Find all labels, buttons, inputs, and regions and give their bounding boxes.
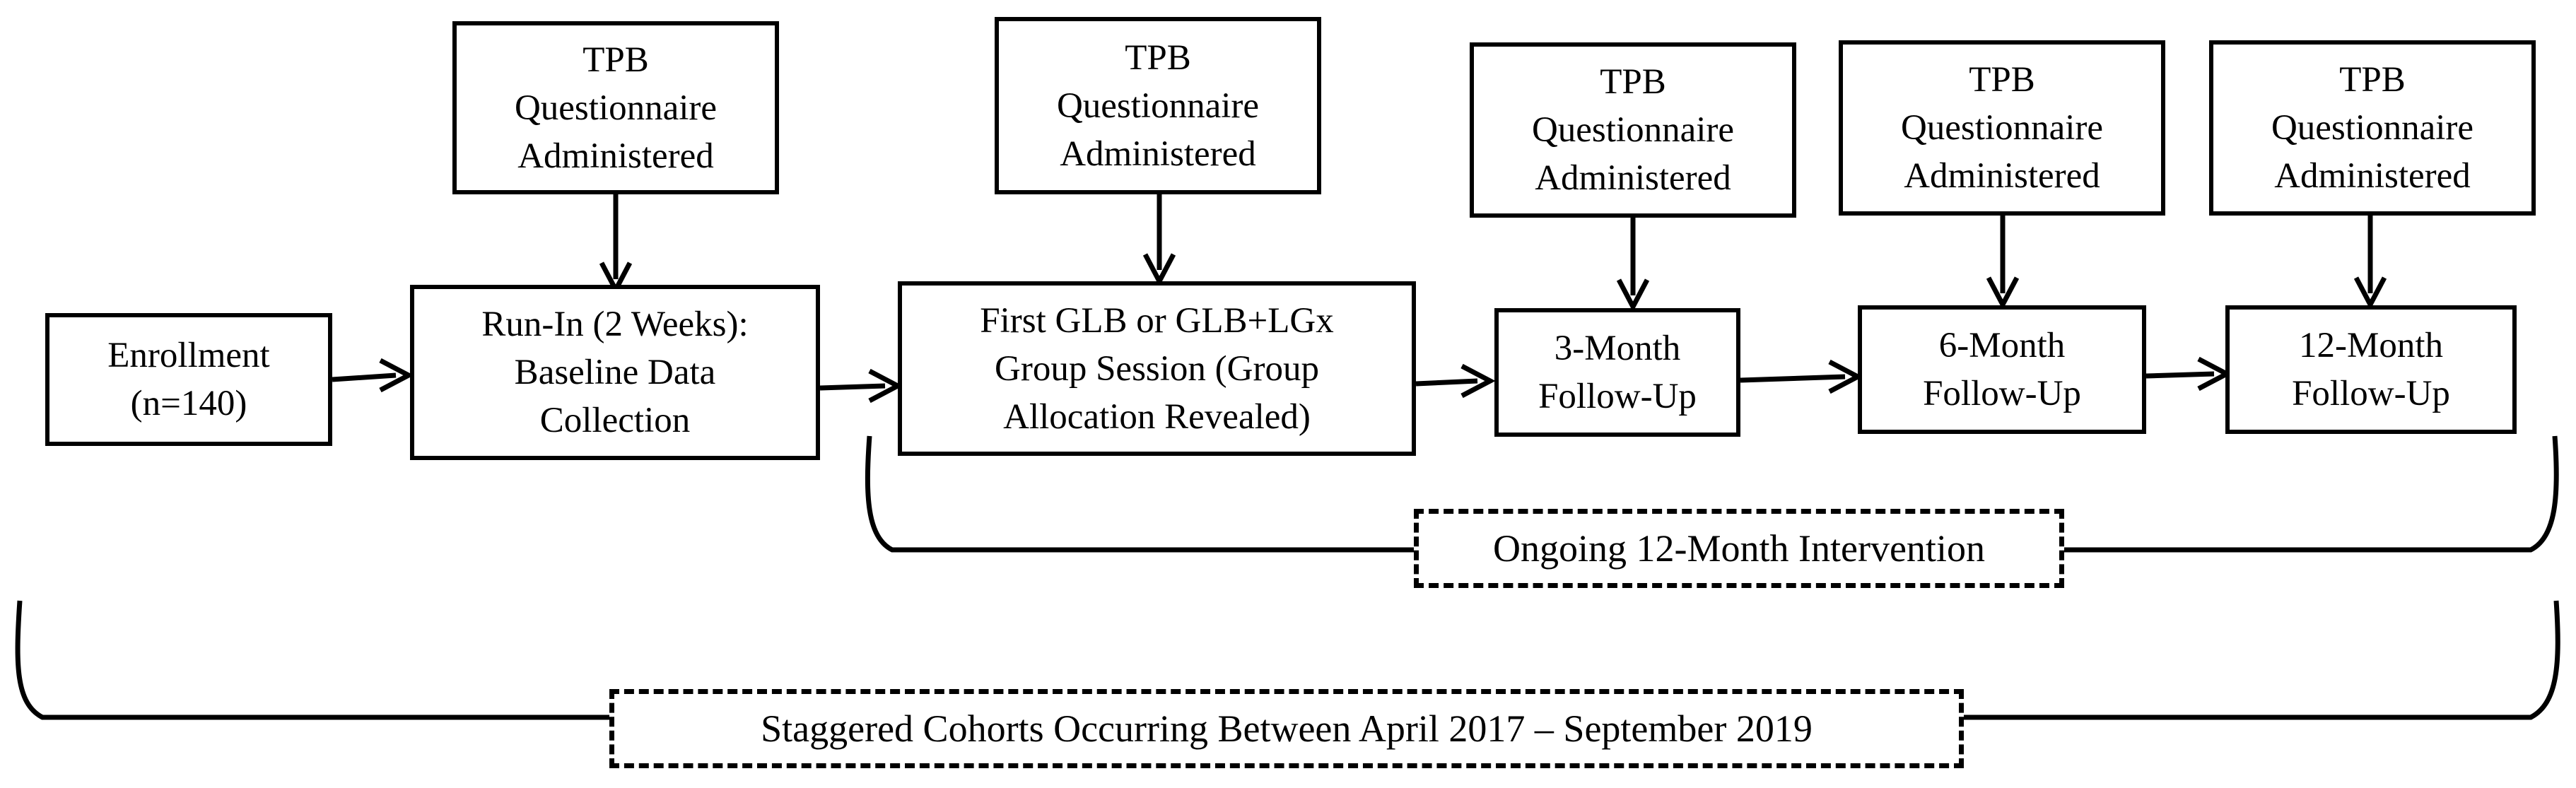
arrow-questionnaire-2-down	[1142, 194, 1176, 287]
questionnaire-line: Administered	[1535, 158, 1731, 198]
questionnaire-line: Questionnaire	[1056, 86, 1260, 126]
runin-box: Run-In (2 Weeks): Baseline Data Collecti…	[410, 285, 820, 460]
runin-line: Baseline Data	[514, 353, 716, 392]
questionnaire-line: Questionnaire	[1531, 110, 1735, 150]
arrow-enrollment-to-runin	[332, 358, 414, 393]
followup-12month-box: 12-Month Follow-Up	[2225, 305, 2517, 434]
arrow-questionnaire-5-down	[2353, 216, 2387, 310]
questionnaire-line: Administered	[517, 136, 714, 176]
followup-12month-line: Follow-Up	[2292, 374, 2450, 413]
enrollment-box: Enrollment (n=140)	[45, 313, 332, 446]
questionnaire-line: TPB	[582, 40, 649, 80]
first-session-line: Group Session (Group	[995, 348, 1319, 389]
followup-12month-line: 12-Month	[2299, 326, 2443, 365]
cohorts-label-box: Staggered Cohorts Occurring Between Apri…	[609, 689, 1964, 768]
questionnaire-line: Administered	[2274, 156, 2471, 196]
first-session-line: First GLB or GLB+LGx	[980, 300, 1334, 341]
first-session-box: First GLB or GLB+LGx Group Session (Grou…	[898, 281, 1416, 456]
followup-6month-line: 6-Month	[1938, 326, 2066, 365]
runin-line: Collection	[539, 401, 691, 440]
first-session-line: Allocation Revealed)	[1003, 396, 1311, 437]
questionnaire-line: Questionnaire	[1900, 108, 2104, 148]
questionnaire-line: TPB	[1125, 37, 1191, 78]
enrollment-line: Enrollment	[107, 336, 270, 375]
arrow-questionnaire-1-down	[599, 194, 633, 295]
followup-3month-box: 3-Month Follow-Up	[1494, 308, 1740, 437]
questionnaire-box-runin: TPB Questionnaire Administered	[452, 21, 779, 194]
questionnaire-box-6month: TPB Questionnaire Administered	[1839, 40, 2165, 216]
arrow-first-session-to-3month	[1415, 363, 1496, 399]
questionnaire-box-3month: TPB Questionnaire Administered	[1470, 42, 1796, 218]
questionnaire-box-12month: TPB Questionnaire Administered	[2209, 40, 2536, 216]
questionnaire-line: TPB	[2339, 60, 2406, 100]
questionnaire-line: Administered	[1060, 134, 1256, 174]
arrow-questionnaire-3-down	[1616, 218, 1650, 312]
cohorts-label: Staggered Cohorts Occurring Between Apri…	[761, 707, 1813, 750]
questionnaire-line: TPB	[1969, 60, 2035, 100]
questionnaire-line: Administered	[1904, 156, 2100, 196]
intervention-label: Ongoing 12-Month Intervention	[1493, 527, 1985, 570]
arrow-runin-to-first-session	[819, 368, 903, 404]
cohorts-bracket	[15, 600, 2560, 720]
intervention-label-box: Ongoing 12-Month Intervention	[1414, 509, 2064, 588]
arrow-3month-to-6month	[1740, 359, 1863, 394]
arrow-questionnaire-4-down	[1986, 216, 2020, 310]
questionnaire-line: Questionnaire	[514, 88, 718, 128]
questionnaire-line: Questionnaire	[2271, 108, 2474, 148]
runin-line: Run-In (2 Weeks):	[481, 305, 749, 344]
followup-6month-box: 6-Month Follow-Up	[1858, 305, 2146, 434]
questionnaire-box-first-session: TPB Questionnaire Administered	[995, 17, 1321, 194]
arrow-6month-to-12month	[2145, 356, 2232, 392]
followup-3month-line: Follow-Up	[1538, 377, 1697, 416]
intervention-bracket	[865, 435, 2559, 553]
enrollment-count: (n=140)	[130, 384, 247, 423]
questionnaire-line: TPB	[1600, 62, 1666, 102]
followup-3month-line: 3-Month	[1554, 329, 1681, 368]
followup-6month-line: Follow-Up	[1923, 374, 2081, 413]
